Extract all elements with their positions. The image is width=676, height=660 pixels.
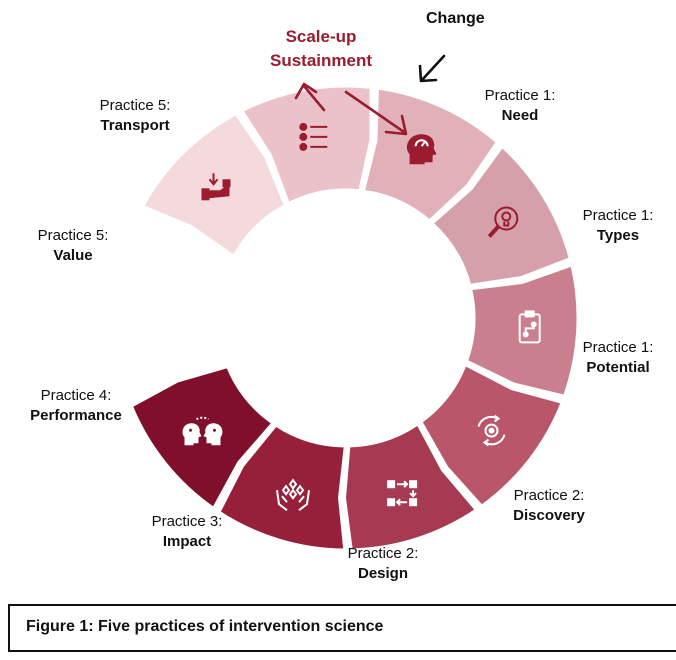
segment-impact bbox=[418, 362, 565, 509]
bullet-list-icon bbox=[299, 122, 328, 151]
sustainment-arrow-down bbox=[344, 90, 408, 136]
segment-value bbox=[217, 423, 347, 552]
label-prefix: Practice 4: bbox=[40, 387, 112, 404]
segment-discovery bbox=[429, 144, 573, 287]
scale-up-text: Scale-up bbox=[285, 27, 357, 46]
segment-icons bbox=[182, 122, 541, 512]
label-prefix: Practice 5: bbox=[37, 227, 109, 244]
change-arrow bbox=[418, 54, 446, 83]
label-prefix: Practice 1: bbox=[582, 207, 654, 224]
label-potential: Practice 1: Potential bbox=[558, 338, 676, 378]
magnifier-bulb-icon bbox=[487, 206, 519, 238]
label-name: Potential bbox=[586, 359, 650, 376]
clipboard-flow-icon bbox=[518, 310, 541, 344]
scale-up-label: Scale-up bbox=[246, 26, 396, 48]
label-prefix: Practice 1: bbox=[582, 339, 654, 356]
caption-text: Figure 1: Five practices of intervention… bbox=[26, 618, 384, 635]
label-impact: Practice 3: Impact bbox=[122, 512, 252, 552]
label-performance: Practice 4: Performance bbox=[6, 386, 146, 426]
hand-receive-icon bbox=[201, 173, 231, 201]
label-name: Design bbox=[357, 565, 408, 582]
label-prefix: Practice 1: bbox=[484, 87, 556, 104]
label-name: Value bbox=[53, 247, 93, 264]
label-prefix: Practice 2: bbox=[347, 545, 419, 562]
hands-sparkle-icon bbox=[276, 478, 310, 512]
segment-transport bbox=[129, 364, 276, 511]
label-types: Practice 1: Types bbox=[553, 206, 676, 246]
label-design: Practice 2: Design bbox=[318, 544, 448, 584]
target-cycle-icon bbox=[477, 414, 506, 447]
segment-design bbox=[464, 263, 580, 398]
label-value: Practice 5: Value bbox=[8, 226, 138, 266]
change-text: Change bbox=[426, 10, 485, 27]
cycle-diagram bbox=[129, 54, 580, 552]
figure-caption: Figure 1: Five practices of intervention… bbox=[8, 604, 676, 652]
sustainment-label: Sustainment bbox=[246, 50, 396, 72]
label-discovery: Practice 2: Discovery bbox=[484, 486, 614, 526]
label-name: Types bbox=[596, 227, 640, 244]
label-prefix: Practice 5: bbox=[99, 97, 171, 114]
cycle-segments bbox=[129, 84, 580, 552]
sustainment-text: Sustainment bbox=[269, 51, 373, 70]
label-need: Practice 1: Need bbox=[455, 86, 585, 126]
head-gauge-icon bbox=[406, 134, 437, 165]
label-name: Need bbox=[501, 107, 539, 124]
label-prefix: Practice 2: bbox=[513, 487, 585, 504]
label-name: Discovery bbox=[513, 507, 585, 524]
change-label: Change bbox=[426, 10, 485, 28]
arrows bbox=[294, 82, 408, 136]
label-prefix: Practice 3: bbox=[151, 513, 223, 530]
label-name: Transport bbox=[100, 117, 170, 134]
process-flow-icon bbox=[387, 480, 418, 507]
label-name: Impact bbox=[162, 533, 212, 550]
label-transport: Practice 5: Transport bbox=[70, 96, 200, 136]
scale-up-arrow-up bbox=[294, 82, 326, 112]
label-name: Performance bbox=[30, 407, 122, 424]
heads-exchange-icon bbox=[182, 416, 223, 446]
